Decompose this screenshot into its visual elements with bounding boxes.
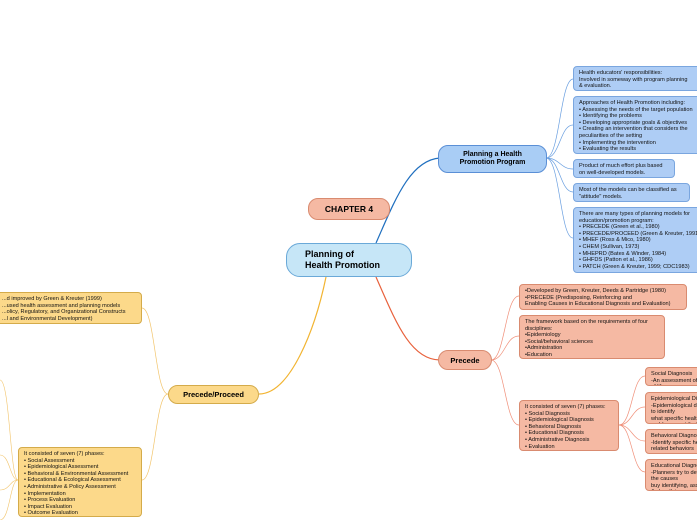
responsibilities-note[interactable]: Health educators' responsibilities: Invo…: [573, 66, 697, 91]
precede-framework-note[interactable]: The framework based on the requirements …: [519, 315, 665, 359]
social-diagnosis-note[interactable]: Social Diagnosis -An assessment of quali…: [645, 367, 697, 386]
precede-phases-note[interactable]: It consisted of seven (7) phases: • Soci…: [519, 400, 619, 451]
product-note[interactable]: Product of much effort plus based on wel…: [573, 159, 675, 178]
attitude-models-note[interactable]: Most of the models can be classified as …: [573, 183, 690, 202]
precede-proceed-origin-note[interactable]: ...d improved by Green & Kreuter (1999) …: [0, 292, 142, 324]
precede-proceed-topic[interactable]: Precede/Proceed: [168, 385, 259, 404]
precede-origin-note[interactable]: •Developed by Green, Kreuter, Deeds & Pa…: [519, 284, 687, 310]
planning-program-topic[interactable]: Planning a Health Promotion Program: [438, 145, 547, 173]
precede-topic[interactable]: Precede: [438, 350, 492, 370]
educational-diagnosis-note[interactable]: Educational Diagnosis -Planners try to d…: [645, 459, 697, 491]
planning-models-list[interactable]: There are many types of planning models …: [573, 207, 697, 273]
root-topic[interactable]: Planning of Health Promotion: [286, 243, 412, 277]
precede-proceed-phases-note[interactable]: It consisted of seven (7) phases: • Soci…: [18, 447, 142, 517]
chapter-label[interactable]: CHAPTER 4: [308, 198, 390, 220]
behavioral-diagnosis-note[interactable]: Behavioral Diagnosis -Identify specific …: [645, 429, 697, 454]
epidemiological-diagnosis-note[interactable]: Epidemiological Diagnosis -Epidemiologic…: [645, 392, 697, 424]
approaches-note[interactable]: Approaches of Health Promotion including…: [573, 96, 697, 154]
